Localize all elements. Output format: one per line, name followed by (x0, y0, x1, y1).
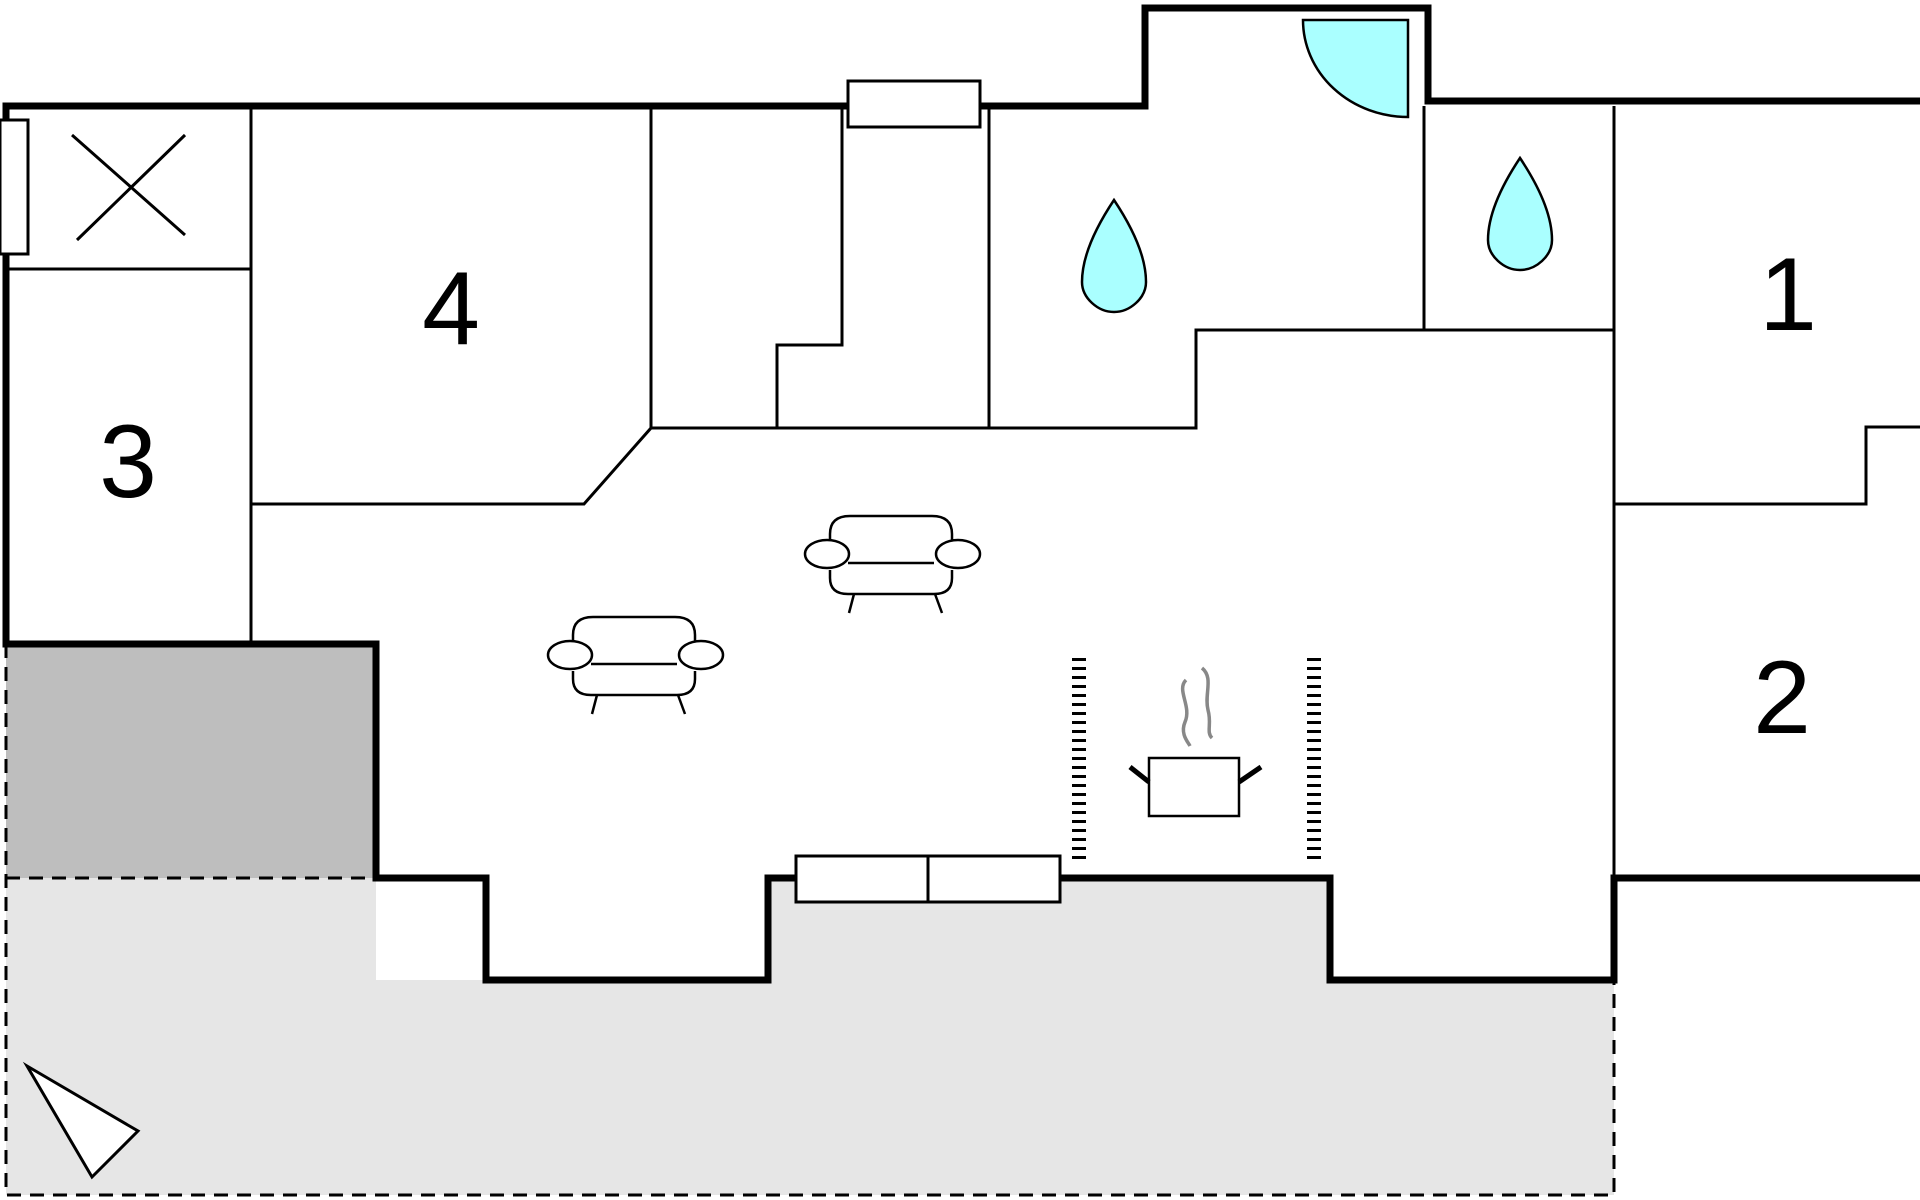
north-arrow-icon (22, 1061, 141, 1180)
room-label-3: 3 (99, 404, 157, 520)
window-south-right (926, 854, 1062, 904)
room-label-1: 1 (1759, 237, 1817, 353)
water-drop-icon (1486, 155, 1554, 272)
interior-walls (6, 106, 1920, 878)
window-north (846, 79, 982, 129)
window-west (0, 118, 30, 256)
covered-area (6, 644, 376, 878)
sofa-icon (803, 514, 982, 614)
sofa-icon (546, 615, 725, 715)
window-south-left (794, 854, 930, 904)
room-label-2: 2 (1753, 640, 1811, 756)
shower-icon (1301, 18, 1410, 119)
exterior-wall-main (2, 4, 1920, 984)
cooking-pot-icon (1128, 666, 1263, 818)
terrace-area (6, 878, 1614, 1195)
water-drop-icon (1080, 197, 1148, 314)
terrace-dashed-border (4, 644, 1616, 1197)
fireplace-x-icon (71, 133, 187, 242)
room-label-4: 4 (422, 251, 480, 367)
exterior-wall-south-east (1060, 874, 1920, 984)
